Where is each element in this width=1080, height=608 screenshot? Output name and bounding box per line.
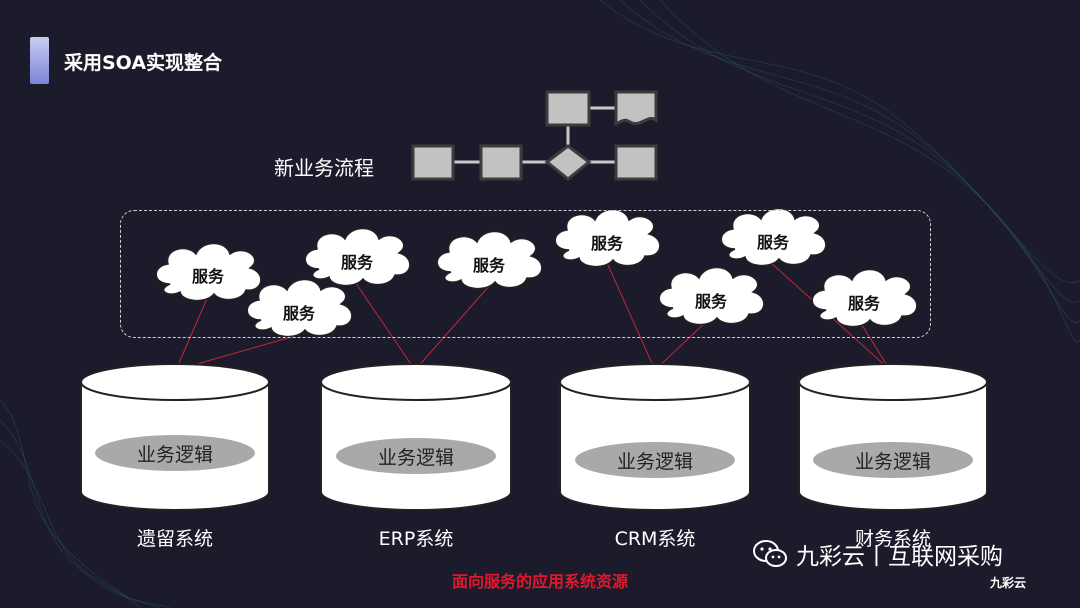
service-label-5: 服务 (590, 234, 623, 253)
watermark: 九彩云丨互联网采购 (752, 537, 1003, 571)
flow-step-1 (411, 144, 455, 181)
cylinder-crm (559, 363, 751, 511)
service-label-3: 服务 (340, 253, 373, 272)
watermark-text: 九彩云丨互联网采购 (796, 544, 1003, 570)
system-name-crm: CRM系统 (614, 528, 696, 550)
database-cylinders (80, 363, 988, 511)
db-label-finance: 业务逻辑 (854, 451, 931, 473)
flow-step-2 (479, 144, 523, 181)
db-label-crm: 业务逻辑 (616, 451, 693, 473)
db-label-erp: 业务逻辑 (377, 447, 454, 469)
service-label-1: 服务 (191, 267, 224, 286)
service-label-2: 服务 (282, 304, 315, 323)
slide-title: 采用SOA实现整合 (64, 52, 223, 74)
wechat-icon (753, 540, 787, 567)
db-label-legacy: 业务逻辑 (136, 444, 213, 466)
cylinder-erp (320, 363, 512, 511)
watermark-logo: 九彩云 (990, 576, 1027, 590)
flow-step-3 (614, 144, 658, 181)
flow-step-top (545, 90, 591, 127)
title-accent-bar (30, 37, 49, 84)
service-layer-frame (120, 210, 931, 338)
bottom-caption: 面向服务的应用系统资源 (451, 572, 628, 591)
system-name-legacy: 遗留系统 (136, 528, 213, 550)
business-flow (411, 90, 658, 181)
service-label-6: 服务 (694, 292, 727, 311)
cylinder-legacy (80, 363, 270, 511)
flow-decision (544, 144, 592, 181)
system-name-finance: 财务系统 (854, 528, 931, 550)
flow-document (614, 90, 658, 127)
cylinder-finance (798, 363, 988, 511)
service-label-4: 服务 (472, 256, 505, 275)
system-name-erp: ERP系统 (378, 528, 454, 550)
service-label-8: 服务 (847, 294, 880, 313)
service-label-7: 服务 (756, 233, 789, 252)
flow-label: 新业务流程 (274, 156, 374, 180)
